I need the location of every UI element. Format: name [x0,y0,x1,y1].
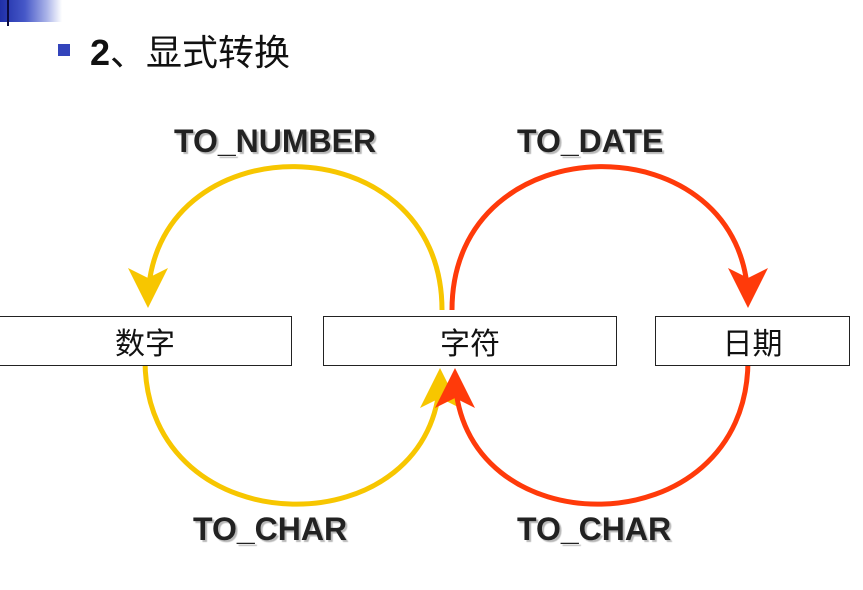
title-number: 2 [90,32,111,73]
arrow-to-date [449,164,768,311]
node-character: 字符 [323,316,617,366]
node-date: 日期 [655,316,850,366]
node-number: 数字 [0,316,292,366]
square-bullet-icon [58,44,70,56]
title-separator: 、 [110,33,147,74]
arrow-to-char-from-date [435,359,751,507]
corner-decoration [0,0,62,22]
title-label: 显式转换 [146,33,291,74]
arrow-to-char-from-number [142,359,460,507]
title-text: 2、显式转换 [90,24,290,76]
label-to-number: TO_NUMBER [174,123,377,159]
slide-title: 2、显式转换 [58,26,290,74]
label-to-char-from-date: TO_CHAR [517,511,672,547]
arrow-to-number [128,164,445,311]
label-to-char-from-number: TO_CHAR [193,511,348,547]
label-to-date: TO_DATE [517,123,664,159]
corner-line [7,0,9,26]
